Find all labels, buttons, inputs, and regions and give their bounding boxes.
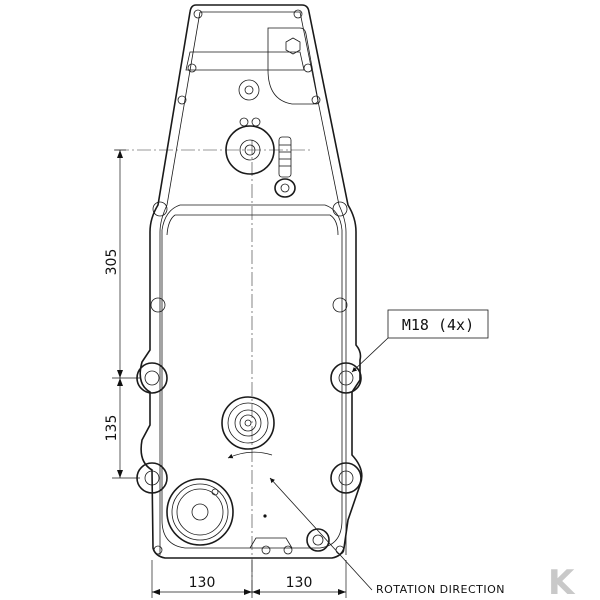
brand-logo: K [548, 563, 576, 600]
dim-135: 135 [104, 415, 120, 442]
housing-inner-outline [159, 11, 347, 555]
inner-panel-rib [166, 214, 339, 236]
marker-dot [263, 514, 267, 518]
housing-screw [311, 95, 321, 105]
housing-screw [177, 95, 187, 105]
breather-fitting [274, 136, 296, 198]
output-shaft [221, 396, 275, 450]
bottom-tab [249, 537, 293, 549]
housing-screw [187, 63, 197, 73]
dimension-horizontal [151, 560, 347, 598]
bolt-spec-label: M18 (4x) [402, 316, 474, 334]
top-right-window [267, 27, 319, 105]
mount-boss-right-upper [330, 362, 362, 394]
top-cover [185, 51, 305, 71]
housing-outline [139, 4, 363, 559]
housing-screw [303, 63, 313, 73]
mount-boss-left-upper [136, 362, 168, 394]
rotation-arrow [227, 451, 273, 459]
mount-boss-right-lower [330, 462, 362, 494]
upper-bearing [225, 125, 275, 175]
dimension-vertical [112, 149, 140, 479]
housing-screw [153, 545, 163, 555]
hex-nut-top [285, 37, 301, 55]
rotation-label: ROTATION DIRECTION [376, 583, 505, 596]
dim-130-left: 130 [189, 575, 216, 591]
drain-plug [306, 528, 330, 552]
dim-305: 305 [104, 249, 120, 276]
inner-panel [161, 204, 343, 549]
housing-screw [283, 545, 293, 555]
dim-130-right: 130 [286, 575, 313, 591]
housing-screw [261, 545, 271, 555]
housing-screw [193, 9, 203, 19]
housing-screw [239, 117, 249, 127]
housing-screw [251, 117, 261, 127]
input-shaft [166, 478, 234, 546]
housing-screw [293, 9, 303, 19]
rotation-leader [269, 477, 373, 591]
bolt-callout [351, 309, 489, 373]
plug-upper [238, 79, 260, 101]
upper-side-bosses [150, 201, 348, 313]
housing-screws [153, 9, 345, 555]
svg-text:K: K [548, 563, 576, 600]
